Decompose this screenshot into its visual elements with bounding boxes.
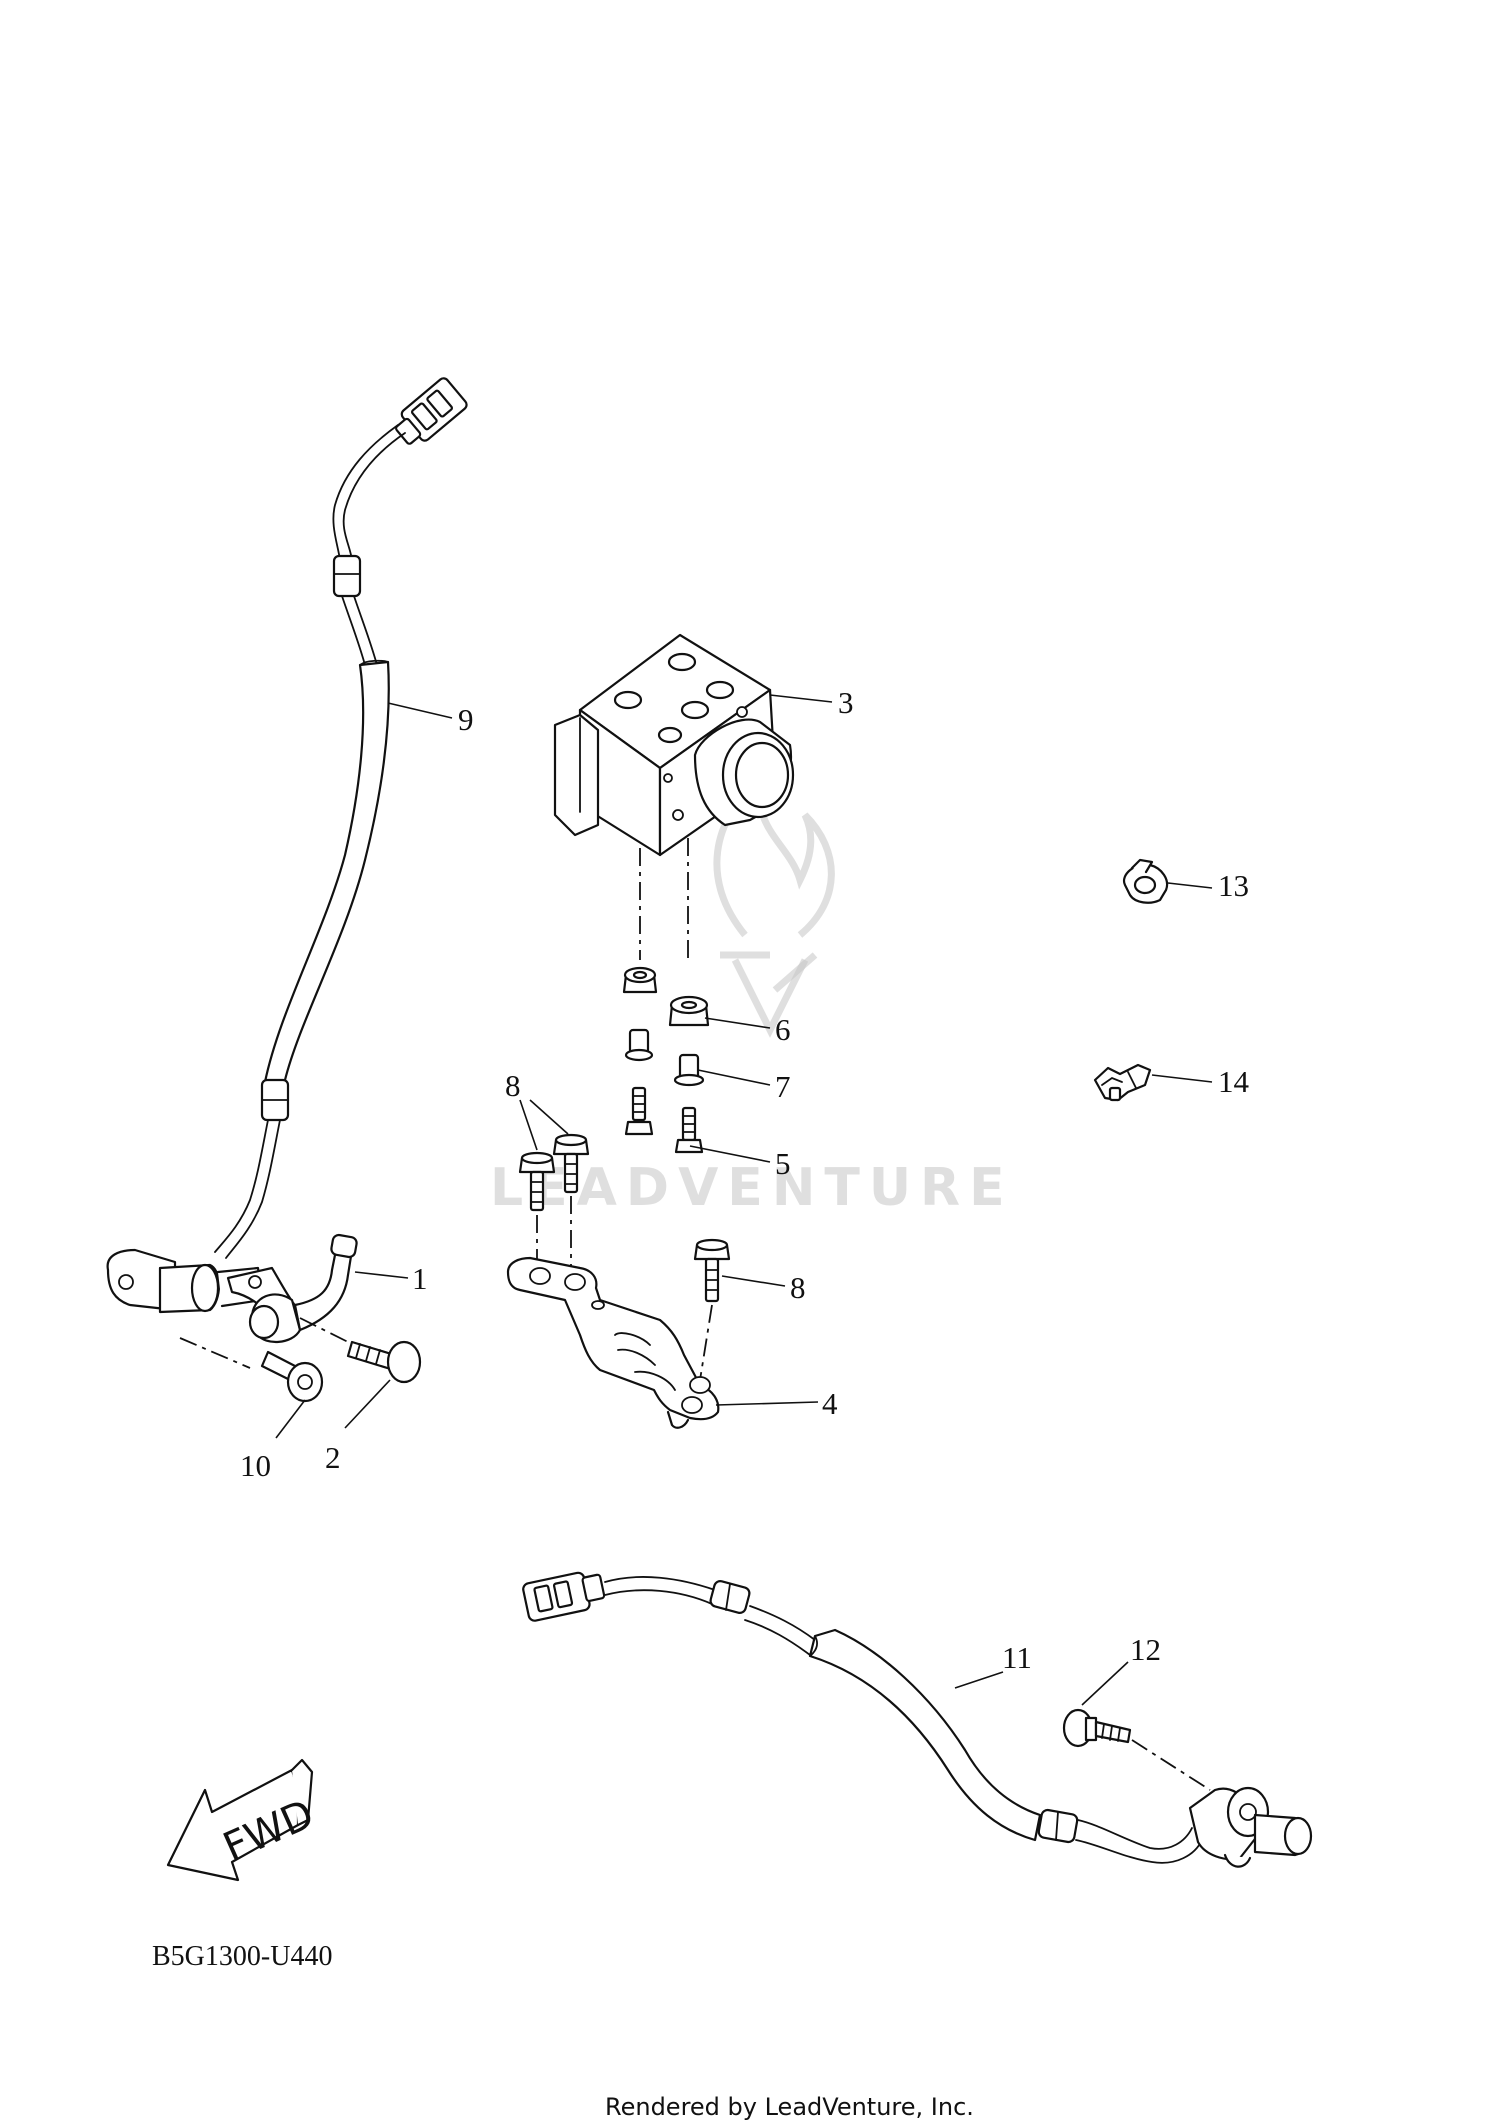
part-2-bolt[interactable] (346, 1340, 422, 1384)
watermark-logo (713, 769, 835, 1038)
rear-lead-connector (522, 1571, 606, 1622)
callout-8-right[interactable]: 8 (790, 1270, 806, 1305)
abs-hydraulic-unit[interactable] (553, 633, 795, 857)
part-6-grommet[interactable] (622, 966, 710, 1027)
callout-1[interactable]: 1 (412, 1261, 428, 1296)
front-assembly-dash (179, 1337, 251, 1369)
leader-lines (275, 694, 1213, 1706)
part-12-bolt[interactable] (1062, 1708, 1132, 1748)
diagram-code: B5G1300-U440 (152, 1941, 332, 1972)
callout-8-upper[interactable]: 8 (505, 1068, 521, 1103)
callout-4[interactable]: 4 (822, 1386, 838, 1421)
callout-3[interactable]: 3 (838, 685, 854, 720)
front-sensor-lead[interactable] (214, 376, 469, 1259)
part-5-bolt[interactable] (624, 1086, 704, 1154)
part-7-collar[interactable] (624, 1028, 705, 1087)
abs-bracket[interactable] (506, 1256, 720, 1429)
callouts: 1 2 3 4 5 6 7 8 8 9 10 11 12 13 14 (240, 685, 1250, 1675)
callout-12[interactable]: 12 (1130, 1632, 1161, 1667)
part-14-clamp[interactable] (1093, 1063, 1152, 1102)
callout-11[interactable]: 11 (1002, 1640, 1032, 1675)
callout-2[interactable]: 2 (325, 1440, 341, 1475)
callout-5[interactable]: 5 (775, 1146, 791, 1181)
front-wheel-sensor[interactable] (106, 1233, 358, 1343)
rear-wheel-sensor[interactable] (1188, 1786, 1313, 1868)
part-8-bolt-single[interactable] (693, 1238, 731, 1303)
callout-10[interactable]: 10 (240, 1448, 271, 1483)
forward-direction-arrow: FWD (166, 1758, 321, 1882)
callout-13[interactable]: 13 (1218, 868, 1249, 903)
part-8-bolt-pair[interactable] (518, 1133, 590, 1212)
rear-sensor-lead[interactable] (522, 1568, 1203, 1864)
front-bolt-dash (299, 1317, 351, 1344)
front-lead-connector (395, 377, 468, 445)
footer-credit: Rendered by LeadVenture, Inc. (605, 2093, 974, 2121)
rear-bolt-dash (1131, 1739, 1211, 1791)
bracket-right-dash (699, 1304, 713, 1381)
part-13-clip[interactable] (1122, 858, 1169, 904)
callout-14[interactable]: 14 (1218, 1064, 1250, 1099)
part-10-bolt[interactable] (260, 1350, 324, 1403)
callout-9[interactable]: 9 (458, 702, 474, 737)
callout-6[interactable]: 6 (775, 1012, 791, 1047)
callout-7[interactable]: 7 (775, 1069, 791, 1104)
